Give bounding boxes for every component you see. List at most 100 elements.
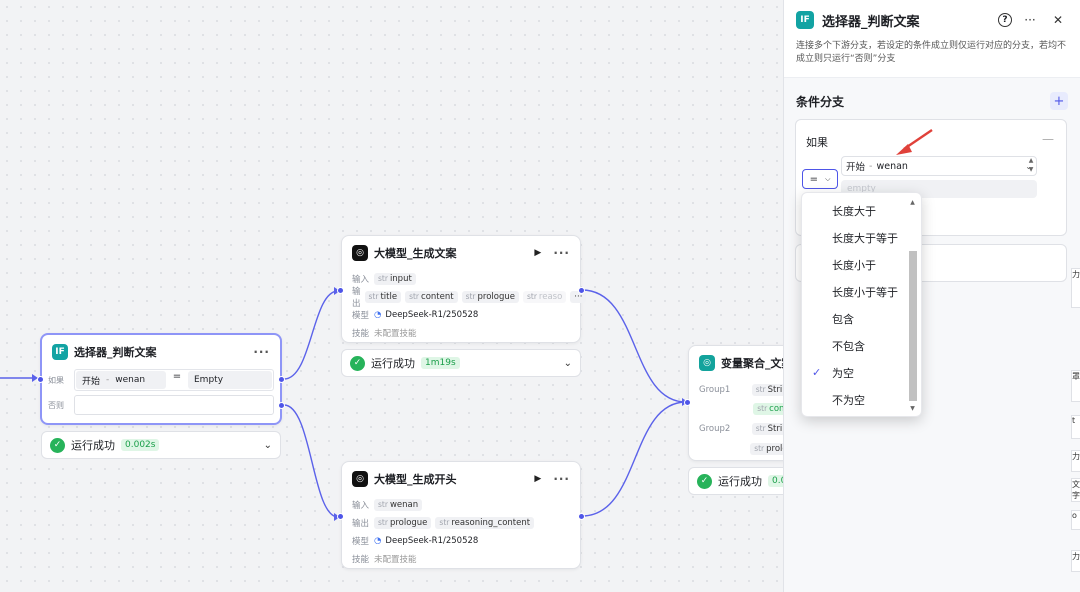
edge-llm2-to-agg [581,401,687,517]
if-true-handle[interactable] [278,376,285,383]
llm1-output-handle[interactable] [578,287,585,294]
dropdown-option[interactable]: 包含 [832,312,854,326]
scrollbar-thumb[interactable] [909,251,917,401]
operator-dropdown: 长度大于 长度大于等于 长度小于 长度小于等于 包含 不包含 ✓ 为空 不为空 … [801,192,922,417]
edge-llm1-to-agg [581,289,687,403]
more-icon[interactable]: ··· [253,345,270,359]
if-node[interactable]: IF 选择器_判断文案 ··· 如果 开始 - wenan = Empty 否则 [37,333,285,425]
llm1-header: ◎ 大模型_生成文案 ▶ ··· [342,236,580,270]
edge-if-to-llm1 [283,290,339,380]
llm2-input-handle[interactable] [337,513,344,520]
more-icon[interactable]: ··· [553,472,570,486]
success-icon: ✓ [697,473,712,489]
variable-select[interactable]: 开始 - wenan ⌄ [841,156,1037,176]
panel-title[interactable]: 选择器_判断文案 [822,14,920,30]
dropdown-option[interactable]: 不为空 [832,393,865,407]
peek-node: 罩 [1071,370,1080,402]
peek-node: 力 [1071,268,1080,308]
peek-node: t [1071,415,1080,439]
operator-select[interactable]: =⌵ [802,169,838,189]
collapse-icon[interactable]: — [1042,132,1054,146]
close-icon[interactable]: ✕ [1052,13,1064,27]
aggregate-icon: ◎ [699,355,715,371]
section-header: 条件分支 + [784,78,1080,118]
arrow-if-in [32,374,38,382]
else-row: 否则 [42,394,280,416]
peek-node: 力 [1071,550,1080,572]
status-text: 运行成功 [718,475,762,488]
more-icon[interactable]: ··· [1024,13,1036,27]
peek-node: 力 [1071,450,1080,472]
dropdown-option[interactable]: 长度小于等于 [832,285,898,299]
llm2-output-handle[interactable] [578,513,585,520]
if-operator: = [172,371,182,382]
deepseek-icon: ◔ [374,310,382,320]
more-icon[interactable]: ··· [553,246,570,260]
duration-badge: 0.002s [121,439,160,451]
if-input-handle[interactable] [37,376,44,383]
chevron-down-icon: ⌄ [1025,161,1032,171]
if-variable: 开始 - wenan [76,371,166,389]
if-icon: IF [52,344,68,360]
dropdown-scrollbar[interactable]: ▲ ▼ [908,199,917,412]
if-label: 如果 [48,375,64,385]
add-branch-button[interactable]: + [1050,92,1068,110]
peek-node: 文字 [1071,478,1080,502]
status-text: 运行成功 [371,357,415,370]
else-box [74,395,274,415]
llm1-model-row: 模型 ◔ DeepSeek-R1/250528 [352,310,479,321]
llm1-title: 大模型_生成文案 [374,247,457,260]
if-value: Empty [188,371,272,389]
check-icon: ✓ [812,366,822,379]
dropdown-option[interactable]: 不包含 [832,339,865,353]
agg-title: 变量聚合_文案 [721,357,793,370]
success-icon: ✓ [50,437,65,453]
dropdown-option-selected[interactable]: ✓ 为空 [812,366,854,380]
llm1-status-bar[interactable]: ✓ 运行成功 1m19s ⌄ [341,349,581,377]
model-icon: ◎ [352,245,368,261]
edge-else-to-llm2 [283,404,339,518]
more-outputs: ··· [570,291,587,303]
if-condition-box[interactable]: 开始 - wenan = Empty [74,369,274,391]
llm2-header: ◎ 大模型_生成开头 ▶ ··· [342,462,580,496]
if-node-title: 选择器_判断文案 [74,346,157,359]
dropdown-option[interactable]: 长度小于 [832,258,876,272]
agg-input-handle[interactable] [684,399,691,406]
stepper-icon[interactable]: ▲▼ [1028,157,1034,173]
chevron-down-icon[interactable]: ⌄ [263,439,272,451]
play-icon[interactable]: ▶ [534,248,542,258]
if-icon: IF [796,11,814,29]
status-text: 运行成功 [71,439,115,452]
chevron-down-icon[interactable]: ⌄ [563,357,572,369]
duration-badge: 1m19s [421,357,460,369]
section-title: 条件分支 [796,94,845,109]
if-node-header: IF 选择器_判断文案 ··· [42,335,280,369]
deepseek-icon: ◔ [374,536,382,546]
if-else-handle[interactable] [278,402,285,409]
if-status-bar[interactable]: ✓ 运行成功 0.002s ⌄ [41,431,281,459]
panel-header: IF 选择器_判断文案 ? ··· ✕ 连接多个下游分支，若设定的条件成立则仅运… [784,0,1080,78]
panel-description: 连接多个下游分支，若设定的条件成立则仅运行对应的分支，若均不成立则只运行“否则”… [796,41,1067,64]
dropdown-option[interactable]: 长度大于等于 [832,231,898,245]
if-condition-row: 如果 开始 - wenan = Empty [42,369,280,391]
help-icon[interactable]: ? [998,13,1012,27]
play-icon[interactable]: ▶ [534,474,542,484]
llm1-input-handle[interactable] [337,287,344,294]
dropdown-option[interactable]: 长度大于 [832,204,876,218]
llm2-title: 大模型_生成开头 [374,473,457,486]
peek-node: o [1071,510,1080,530]
model-icon: ◎ [352,471,368,487]
if-branch-label: 如果 [806,136,828,149]
